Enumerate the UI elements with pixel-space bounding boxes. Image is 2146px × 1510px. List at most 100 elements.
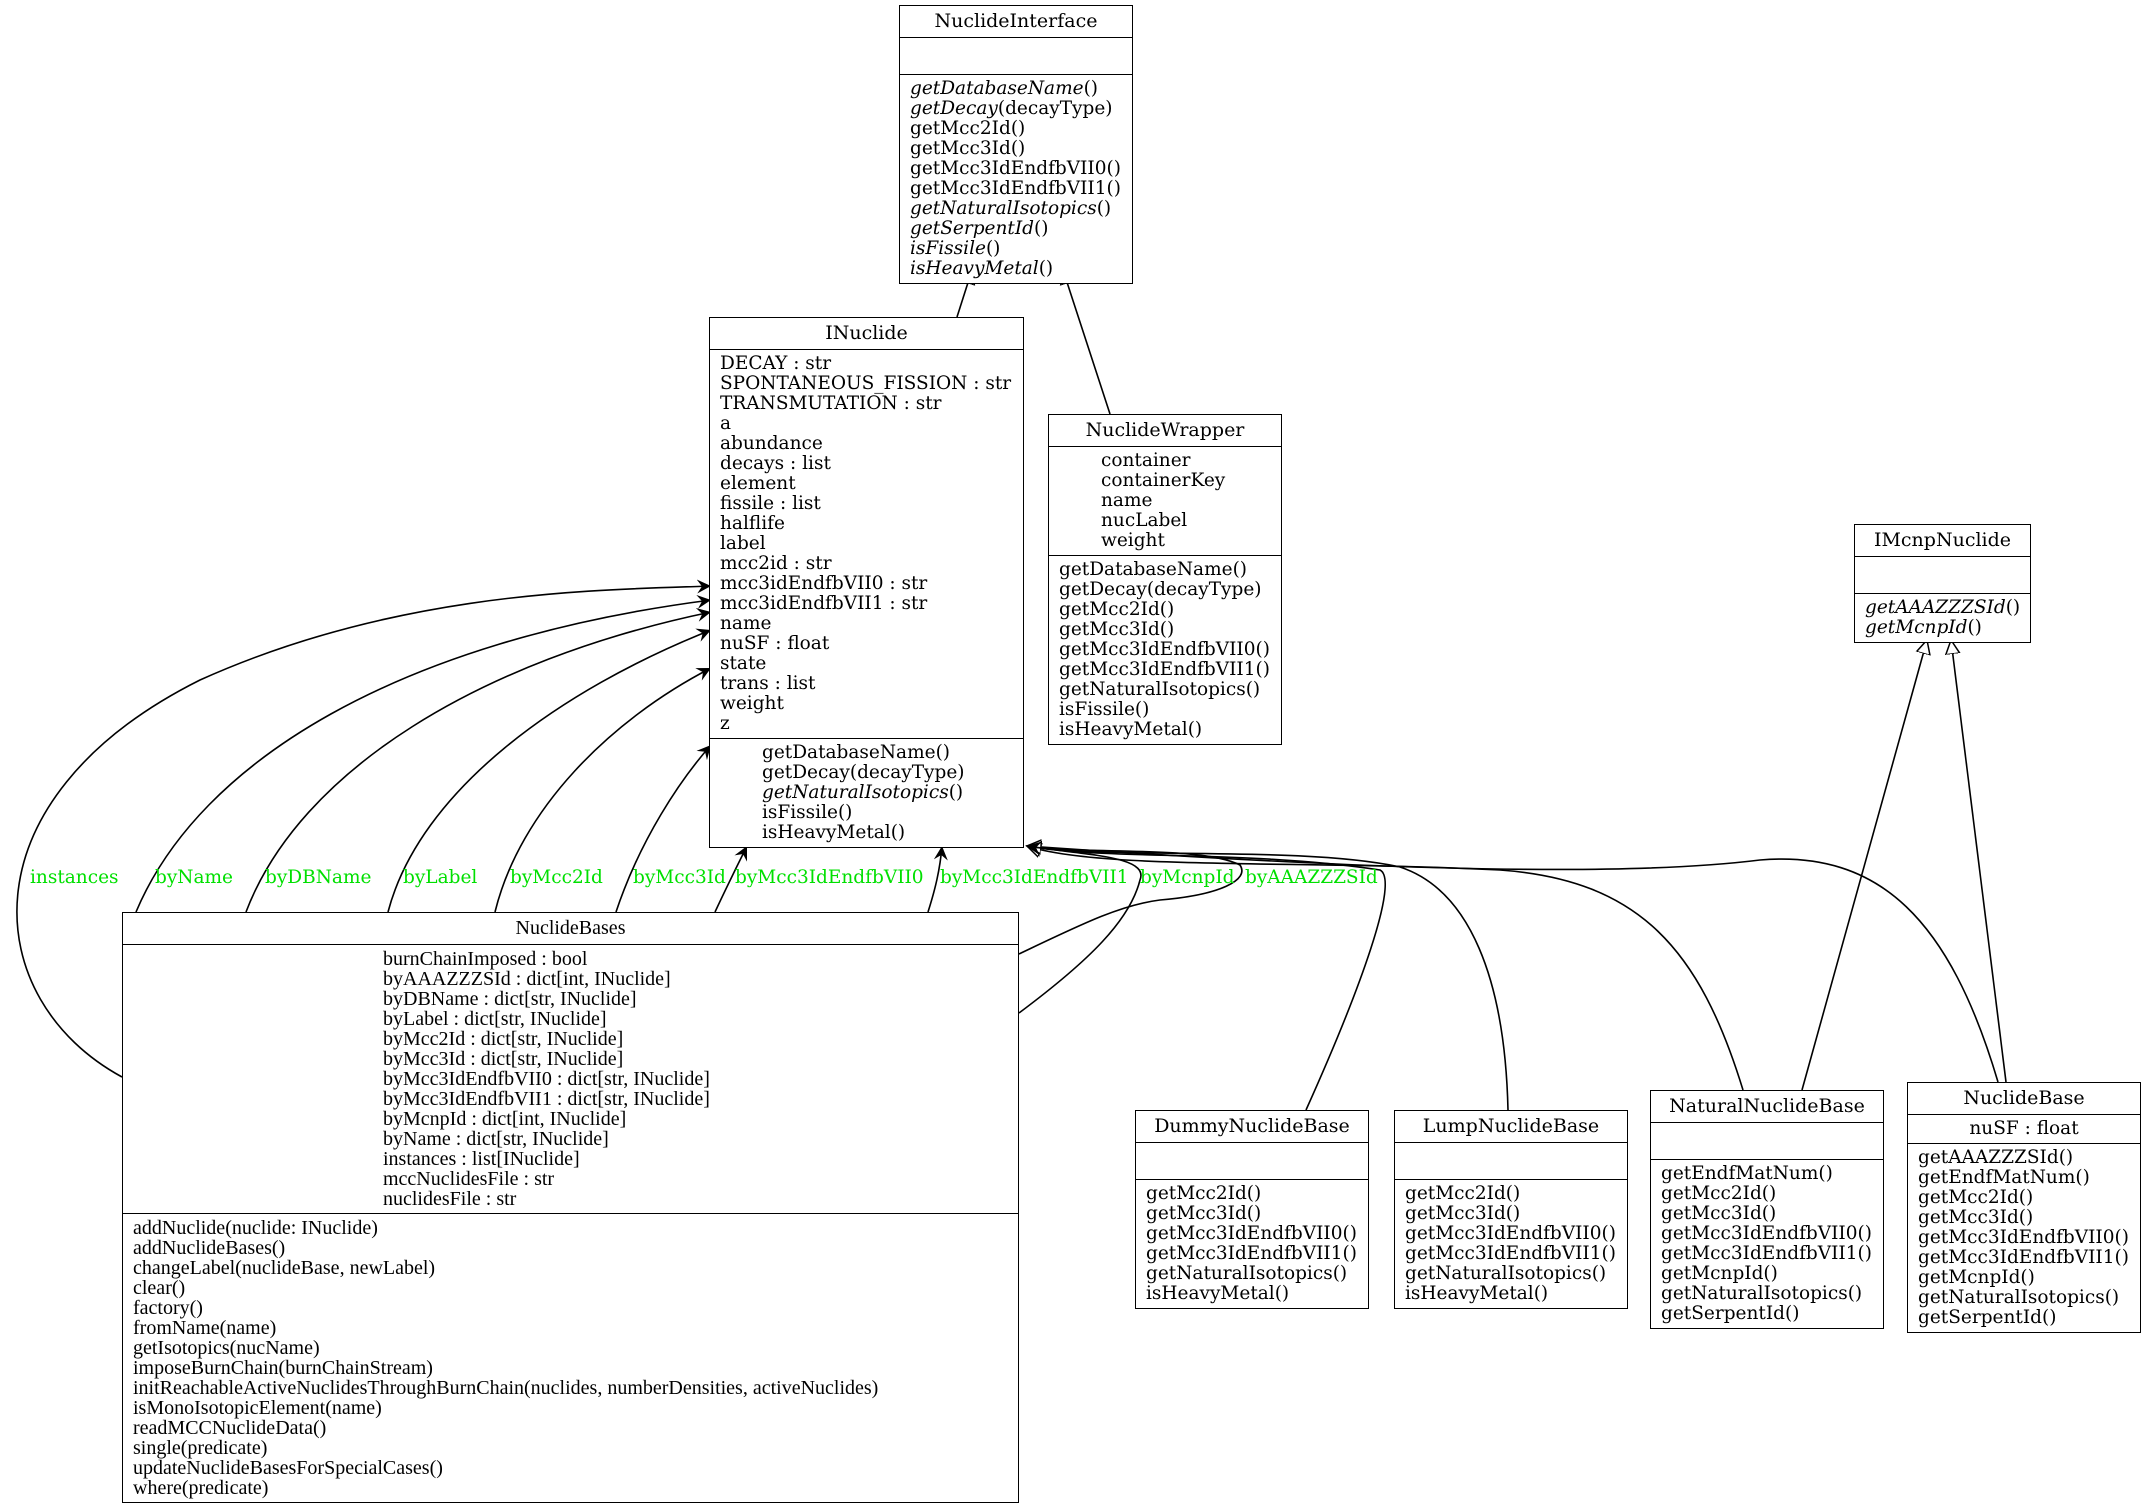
method-row: getMcc3IdEndfbVII1() (1146, 1243, 1357, 1264)
class-lumpnuclidebase[interactable]: LumpNuclideBase getMcc2Id()getMcc3Id()ge… (1394, 1110, 1628, 1309)
methods-section: getMcc2Id()getMcc3Id()getMcc3IdEndfbVII0… (1395, 1179, 1627, 1308)
methods-section: getDatabaseName()getDecay(decayType)getM… (1049, 555, 1281, 744)
attribute-row: SPONTANEOUS_FISSION : str (720, 373, 1012, 394)
generalization-edge-dummynuclidebase-inuclide (1027, 846, 1387, 1111)
method-name: getMcc3IdEndfbVII1 (910, 178, 1107, 199)
attribute-row: byMcc3IdEndfbVII0 : dict[str, INuclide] (383, 1068, 710, 1090)
attribute-row: byDBName : dict[str, INuclide] (383, 988, 637, 1010)
class-nuclidebase[interactable]: NuclideBase nuSF : float getAAAZZZSId()g… (1907, 1082, 2141, 1333)
method-row: getMcc3IdEndfbVII0() (1918, 1227, 2129, 1248)
class-naturalnuclidebase[interactable]: NaturalNuclideBase getEndfMatNum()getMcc… (1650, 1090, 1884, 1329)
method-name: getDatabaseName (910, 78, 1084, 99)
class-title: NuclideBases (123, 913, 1018, 945)
method-row: getMcc2Id() (910, 119, 1122, 139)
method-args: () (1038, 258, 1054, 279)
attribute-row: z (720, 713, 730, 734)
method-row: getNaturalIsotopics() (1059, 679, 1261, 700)
generalization-edge-nuclidebase-imcnpnuclide (1951, 640, 2007, 1083)
attribute-row: decays : list (720, 453, 831, 474)
method-row: getDatabaseName() (1059, 559, 1248, 580)
attribute-row: byMcc3IdEndfbVII1 : dict[str, INuclide] (383, 1088, 710, 1110)
method-args: () (1010, 118, 1026, 139)
attribute-row: TRANSMUTATION : str (720, 393, 942, 414)
method-args: (decayType) (849, 762, 965, 783)
method-row: getMcc3IdEndfbVII1() (1661, 1243, 1872, 1264)
edge-label-bymcc3idendfbvii1: byMcc3IdEndfbVII1 (940, 867, 1129, 888)
method-row: getDecay(decayType) (762, 763, 1013, 783)
methods-section: getDatabaseName()getDecay(decayType)getN… (710, 738, 1023, 847)
methods-section: getMcc2Id()getMcc3Id()getMcc3IdEndfbVII0… (1136, 1179, 1368, 1308)
attribute-row: burnChainImposed : bool (383, 948, 588, 970)
method-row: getNaturalIsotopics() (1661, 1283, 1863, 1304)
attribute-row: byLabel : dict[str, INuclide] (383, 1008, 607, 1030)
class-dummynuclidebase[interactable]: DummyNuclideBase getMcc2Id()getMcc3Id()g… (1135, 1110, 1369, 1309)
method-args: () (1096, 198, 1112, 219)
attribute-row: mcc3idEndfbVII1 : str (720, 593, 928, 614)
method-row: getMcc3IdEndfbVII0() (1661, 1223, 1872, 1244)
method-row: getNaturalIsotopics() (1405, 1263, 1607, 1284)
method-row: isFissile() (1059, 699, 1150, 720)
method-row: factory() (133, 1297, 203, 1319)
method-name: isHeavyMetal (910, 258, 1039, 279)
method-row: getMcc3Id() (1146, 1203, 1262, 1224)
method-row: getNaturalIsotopics() (1918, 1287, 2120, 1308)
method-name: isHeavyMetal (762, 822, 891, 843)
attribute-row: nuSF : float (1969, 1118, 2079, 1139)
method-row: isHeavyMetal() (910, 259, 1122, 279)
attribute-row: container (1101, 450, 1191, 471)
association-edge-bymcc2id (494, 667, 712, 913)
method-row: getMcc2Id() (1405, 1183, 1521, 1204)
method-row: getMcc3IdEndfbVII0() (1146, 1223, 1357, 1244)
method-row: isFissile() (762, 803, 1013, 823)
attribute-row: nuclidesFile : str (383, 1188, 517, 1210)
method-row: getMcc3Id() (1661, 1203, 1777, 1224)
attribute-row: weight (720, 693, 784, 714)
method-name: getMcc2Id (910, 118, 1011, 139)
attributes-section (1395, 1143, 1627, 1179)
method-name: getNaturalIsotopics (910, 198, 1097, 219)
edge-label-instances: instances (30, 867, 119, 888)
attributes-section (1651, 1123, 1883, 1159)
method-row: getSerpentId() (1661, 1303, 1800, 1324)
method-row: getMcc2Id() (1059, 599, 1175, 620)
method-row: getMcc3IdEndfbVII1() (1918, 1247, 2129, 1268)
attribute-row: byAAAZZZSId : dict[int, INuclide] (383, 968, 671, 990)
method-row: getMcc2Id() (1146, 1183, 1262, 1204)
association-edge-bymcc3idendfbvii1 (927, 845, 948, 913)
attribute-row: mcc2id : str (720, 553, 832, 574)
edge-label-bymcc3idendfbvii0: byMcc3IdEndfbVII0 (735, 867, 924, 888)
edge-label-bylabel: byLabel (403, 867, 477, 888)
class-imcnpnuclide[interactable]: IMcnpNuclide getAAAZZZSId()getMcnpId() (1854, 524, 2031, 643)
attribute-row: state (720, 653, 767, 674)
methods-section: getDatabaseName()getDecay(decayType)getM… (900, 74, 1132, 283)
method-name: getDatabaseName (762, 742, 936, 763)
attributes-section (900, 38, 1132, 74)
class-title: NuclideWrapper (1049, 415, 1281, 447)
method-row: single(predicate) (133, 1437, 268, 1459)
attribute-row: byName : dict[str, INuclide] (383, 1128, 609, 1150)
association-edge-bylabel (387, 628, 712, 913)
attribute-row: byMcc3Id : dict[str, INuclide] (383, 1048, 624, 1070)
attribute-row: nuSF : float (720, 633, 830, 654)
method-row: getSerpentId() (1918, 1307, 2057, 1328)
method-row: getMcnpId() (1661, 1263, 1778, 1284)
association-edge-byaaazzzsid (1018, 841, 1243, 955)
method-row: updateNuclideBasesForSpecialCases() (133, 1457, 443, 1479)
method-row: getMcnpId() (1865, 618, 2020, 638)
edge-label-bymcnpid: byMcnpId (1140, 867, 1235, 888)
class-title: IMcnpNuclide (1855, 525, 2030, 557)
class-nuclideinterface[interactable]: NuclideInterface getDatabaseName()getDec… (899, 5, 1133, 284)
method-row: where(predicate) (133, 1477, 269, 1499)
method-args: () (935, 742, 951, 763)
attribute-row: byMcnpId : dict[int, INuclide] (383, 1108, 627, 1130)
method-row: getEndfMatNum() (1918, 1167, 2090, 1188)
attribute-row: element (720, 473, 796, 494)
class-title: NaturalNuclideBase (1651, 1091, 1883, 1123)
method-row: getMcc3IdEndfbVII1() (910, 179, 1122, 199)
association-edge-bymcc3idendfbvii0 (714, 845, 748, 913)
